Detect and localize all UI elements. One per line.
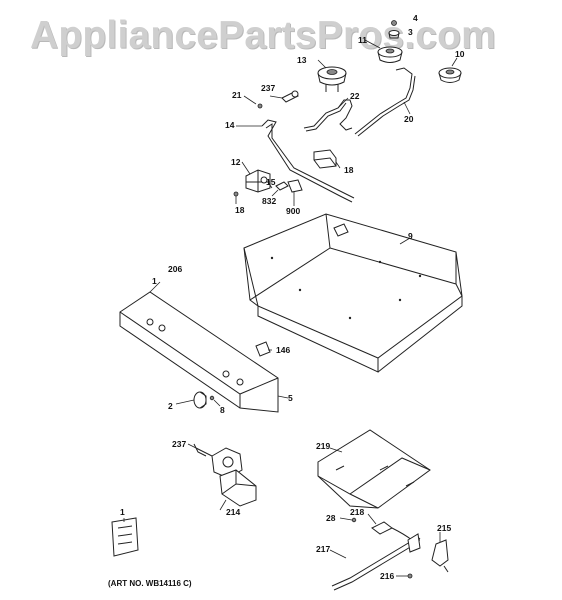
callout-22: 22: [350, 91, 360, 101]
callout-1-panel: 1: [152, 276, 157, 286]
screw-21: [257, 103, 263, 109]
callout-5: 5: [288, 393, 293, 403]
burner-tube-22: [303, 99, 353, 131]
burner-head-13: [317, 66, 347, 92]
orifice-3: [388, 30, 400, 39]
screw-4: [391, 20, 397, 26]
callout-15: 15: [266, 177, 276, 187]
callout-1-manual: 1: [120, 507, 125, 517]
burner-tube-20: [354, 67, 413, 135]
callout-2: 2: [168, 401, 173, 411]
manifold-pipe-14: [261, 119, 353, 203]
callout-9: 9: [408, 231, 413, 241]
callout-214: 214: [226, 507, 241, 517]
callout-21: 21: [232, 90, 242, 100]
callout-3: 3: [408, 27, 413, 37]
callout-237-bottom: 237: [172, 439, 187, 449]
callout-11: 11: [358, 35, 367, 45]
bracket-832: [275, 181, 289, 191]
callout-18-bracket: 18: [344, 165, 354, 175]
bottom-panel-219: [317, 429, 431, 509]
burner-box-9: [243, 213, 463, 373]
callout-218: 218: [350, 507, 365, 517]
callout-215: 215: [437, 523, 452, 533]
valve-12: [245, 169, 271, 193]
burner-head-11: [377, 46, 403, 63]
wire-harness-217: [331, 533, 421, 591]
callout-10: 10: [455, 49, 465, 59]
callout-8: 8: [220, 405, 225, 415]
screw-28: [351, 517, 357, 523]
callout-206: 206: [168, 264, 183, 274]
leader-lines: [123, 39, 458, 577]
owner-manual-1: [111, 517, 139, 557]
callout-20: 20: [404, 114, 414, 124]
bracket-18-top: [313, 149, 337, 169]
spring-8: [209, 395, 215, 401]
valve-assembly-214: [193, 443, 257, 507]
callout-12: 12: [231, 157, 241, 167]
callout-4: 4: [413, 13, 418, 23]
clip-146: [255, 341, 271, 357]
callout-900: 900: [286, 206, 301, 216]
watermark-logo: AppliancePartsPros.com: [30, 14, 497, 57]
clip-900: [287, 179, 303, 193]
callout-28: 28: [326, 513, 336, 523]
callout-14: 14: [225, 120, 235, 130]
burner-head-10: [438, 67, 462, 83]
valve-237-top: [281, 90, 299, 103]
knob-2: [193, 391, 207, 409]
callout-832: 832: [262, 196, 277, 206]
clip-216: [407, 573, 413, 579]
callout-237-top: 237: [261, 83, 276, 93]
screw-18: [233, 191, 239, 197]
callout-13: 13: [297, 55, 307, 65]
art-number: (ART NO. WB14116 C): [108, 579, 192, 588]
callout-217: 217: [316, 544, 331, 554]
callout-219: 219: [316, 441, 331, 451]
spark-module-215: [431, 539, 449, 573]
callout-216: 216: [380, 571, 395, 581]
callout-18-screw: 18: [235, 205, 245, 215]
callout-146: 146: [276, 345, 291, 355]
control-panel-206: [119, 291, 279, 413]
